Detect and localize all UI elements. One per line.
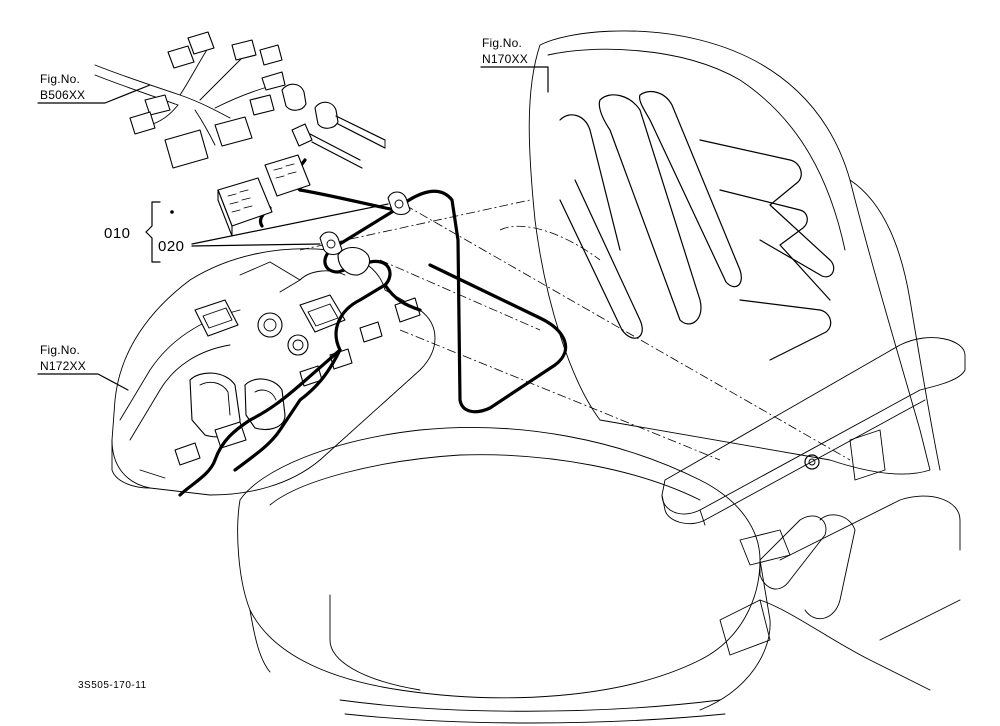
callout-fig-n170: Fig.No. N170XX [482,36,528,66]
drawing-code: 3S505-170-11 [78,680,147,691]
callout-fig-b506-line2: B506XX [40,88,85,102]
callout-fig-n172-line1: Fig.No. [40,343,80,357]
connector-parts [217,154,411,276]
callout-fig-n172: Fig.No. N172XX [40,343,86,373]
main-harness-drawing [94,31,386,169]
part-ref-010: 010 [104,225,131,242]
callout-leaders [37,66,549,391]
callout-fig-n170-line2: N170XX [482,52,528,66]
callout-fig-n172-line2: N172XX [40,359,86,373]
callout-fig-n170-line1: Fig.No. [482,36,522,50]
seat-drawing [237,30,966,724]
callout-fig-b506: Fig.No. B506XX [40,72,85,102]
callout-fig-b506-line1: Fig.No. [40,72,80,86]
control-console-drawing [111,248,436,496]
part-ref-020: 020 [158,238,185,255]
wiring-harness [178,158,568,497]
